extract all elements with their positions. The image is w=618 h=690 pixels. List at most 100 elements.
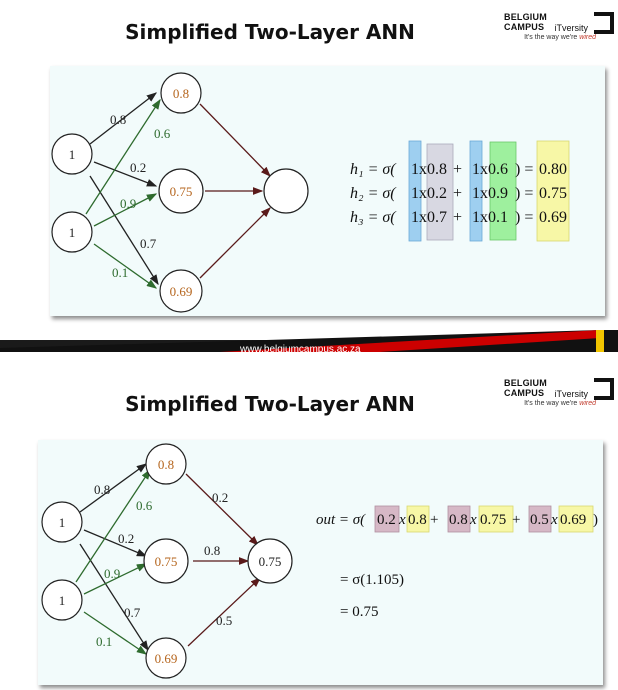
- footer-bar: [0, 330, 618, 352]
- belgium-campus-logo: BELGIUM CAMPUS iTversity It's the way we…: [504, 6, 614, 50]
- edge-h3-out: [187, 577, 261, 647]
- out-eq-close: ): [593, 512, 598, 528]
- hidden-node-1-label: 0.8: [158, 457, 174, 472]
- eq-h3-result: 0.69: [539, 209, 567, 226]
- eq-h1-result: 0.80: [539, 161, 567, 178]
- out-eq-lhs: out = σ(: [316, 512, 366, 528]
- eq-h3-close: ) =: [515, 209, 533, 226]
- hidden-node-1: [145, 443, 187, 485]
- highlight-x2-column: [469, 140, 483, 242]
- eq-h3-plus: +: [453, 209, 462, 226]
- eq-h3-x1: x0.7: [419, 209, 447, 226]
- diagram-panel: 1 1 0.8 0.75 0.69 0.8 0.6 0.2 0.9 0.7 0.…: [50, 66, 605, 316]
- weight-v1: 0.2: [212, 490, 228, 505]
- hidden-node-1-label: 0.8: [173, 86, 189, 101]
- logo-mark-icon: [594, 12, 614, 34]
- input-node-1: [41, 501, 83, 543]
- eq-h3-b: 1: [472, 209, 480, 226]
- weight-w11: 0.8: [110, 112, 126, 127]
- output-node: [247, 538, 293, 584]
- weight-w13: 0.7: [124, 605, 141, 620]
- out-eq-p2: +: [512, 512, 520, 528]
- hidden-node-3-label: 0.69: [155, 651, 178, 666]
- out-eq-t1b: x: [398, 512, 406, 528]
- slide-title: Simplified Two-Layer ANN: [125, 20, 415, 44]
- highlight-v2: [447, 505, 471, 533]
- logo-sub: iTversity: [554, 23, 589, 33]
- eq-h2-b: 1: [472, 185, 480, 202]
- edge-i2-h3: [93, 243, 158, 289]
- edge-i1-h1: [79, 463, 148, 513]
- highlight-w1-column: [426, 143, 454, 241]
- slide-1: Simplified Two-Layer ANN BELGIUM CAMPUS …: [0, 6, 618, 355]
- eq-h1-b: 1: [472, 161, 480, 178]
- edge-i2-h2: [93, 193, 158, 227]
- eq-h2-plus: +: [453, 185, 462, 202]
- equation-h3: h₃ = σ( 1 x0.7 + 1 x0.1 ) = 0.69: [350, 209, 567, 226]
- eq-h2-x1: x0.2: [419, 185, 447, 202]
- input-node-2: [51, 211, 93, 253]
- input-node-2-label: 1: [69, 225, 76, 240]
- eq-h3-a: 1: [411, 209, 419, 226]
- output-node-label: 0.75: [259, 554, 282, 569]
- highlight-h2: [478, 505, 514, 533]
- eq-h1-close: ) =: [515, 161, 533, 178]
- logo-tagline: It's the way we're wired: [524, 400, 596, 407]
- highlight-x1-column: [408, 140, 422, 242]
- weight-w12: 0.2: [130, 160, 146, 175]
- weight-w21: 0.6: [136, 498, 153, 513]
- edge-h1-out: [199, 103, 271, 177]
- out-eq-t3b: x: [550, 512, 558, 528]
- out-eq-line3: = 0.75: [340, 604, 378, 620]
- weight-w22: 0.9: [120, 196, 136, 211]
- eq-h1-x2: x0.6: [480, 161, 508, 178]
- edge-i2-h3: [83, 611, 148, 655]
- input-node-1-label: 1: [69, 147, 76, 162]
- footer-url[interactable]: www.belgiumcampus.ac.za: [240, 344, 361, 355]
- edge-i1-h1: [89, 92, 158, 145]
- weight-v2: 0.8: [204, 543, 220, 558]
- network-diagram: 1 1 0.8 0.75 0.69 0.75 0.8 0.6 0.2 0.9 0…: [41, 443, 598, 679]
- out-eq-t1a: 0.2: [377, 512, 396, 528]
- input-node-2-label: 1: [59, 593, 66, 608]
- weight-w21: 0.6: [154, 126, 171, 141]
- hidden-node-2-label: 0.75: [155, 554, 178, 569]
- weight-w22: 0.9: [104, 566, 120, 581]
- diagram-panel: 1 1 0.8 0.75 0.69 0.75 0.8 0.6 0.2 0.9 0…: [38, 440, 603, 685]
- input-node-2: [41, 579, 83, 621]
- logo-brand: BELGIUM CAMPUS: [504, 378, 547, 398]
- logo-tagline: It's the way we're wired: [524, 34, 596, 41]
- network-diagram: 1 1 0.8 0.75 0.69 0.8 0.6 0.2 0.9 0.7 0.…: [51, 72, 570, 313]
- highlight-result-column: [536, 140, 570, 242]
- out-eq-t3a: 0.5: [530, 512, 549, 528]
- weight-w11: 0.8: [94, 482, 110, 497]
- eq-h2-a: 1: [411, 185, 419, 202]
- eq-h1-a: 1: [411, 161, 419, 178]
- hidden-node-3-label: 0.69: [170, 284, 193, 299]
- highlight-h3: [558, 505, 594, 533]
- weight-w23: 0.1: [112, 265, 128, 280]
- output-node: [263, 168, 309, 214]
- logo-brand: BELGIUM CAMPUS: [504, 12, 547, 32]
- out-eq-t3c: 0.69: [560, 512, 586, 528]
- eq-h1-x1: x0.8: [419, 161, 447, 178]
- logo-mark-icon: [594, 378, 614, 400]
- out-equation: out = σ( 0.2 x 0.8 + 0.8 x 0.75 + 0.5 x …: [316, 512, 598, 528]
- hidden-node-2-label: 0.75: [170, 184, 193, 199]
- eq-h1-lhs: h₁ = σ(: [350, 161, 397, 178]
- eq-h2-close: ) =: [515, 185, 533, 202]
- edge-i1-h2: [83, 529, 148, 557]
- input-node-1: [51, 133, 93, 175]
- slide-2: Simplified Two-Layer ANN BELGIUM CAMPUS …: [0, 362, 618, 687]
- out-eq-t1c: 0.8: [408, 512, 427, 528]
- out-eq-t2c: 0.75: [480, 512, 506, 528]
- highlight-w2-column: [489, 141, 517, 241]
- edge-i1-h2: [93, 161, 158, 187]
- out-eq-line2: = σ(1.105): [340, 572, 404, 588]
- hidden-node-3: [159, 269, 203, 313]
- edge-h1-out: [185, 473, 259, 546]
- eq-h2-lhs: h₂ = σ(: [350, 185, 397, 202]
- eq-h3-lhs: h₃ = σ(: [350, 209, 397, 226]
- highlight-v1: [374, 505, 400, 533]
- slide-separator: [0, 352, 618, 362]
